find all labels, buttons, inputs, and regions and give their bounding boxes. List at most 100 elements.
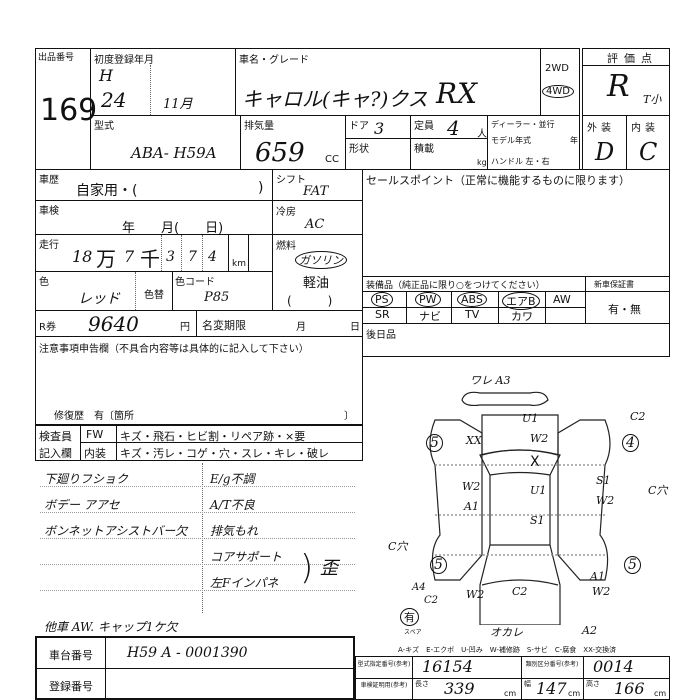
damage-mark: A1 — [464, 500, 479, 513]
day-unit: 日 — [350, 322, 360, 333]
front-bumper-outline — [461, 391, 549, 407]
lot-number: 169 — [40, 93, 98, 128]
car-name-box: 車名・グレード キャロル(キャ?)クス RX — [235, 48, 541, 116]
cc-unit: CC — [325, 154, 339, 165]
damage-mark: A1 — [590, 570, 605, 583]
doors: 3 — [374, 119, 385, 138]
chassis-label: 車台番号 — [49, 649, 93, 662]
yen-unit: 円 — [180, 322, 190, 333]
damage-legend: A-キズ E-エクボ U-凹み W-補修跡 S-サビ C-腐食 XX-交換済 — [398, 646, 617, 654]
history-label: 車歴 — [39, 175, 59, 186]
height-label: 高さ — [586, 680, 600, 688]
damage-mark: W2 — [592, 585, 611, 598]
score-note: T小 — [643, 93, 662, 106]
fw-label: FW — [86, 428, 104, 441]
warranty: 有・無 — [608, 303, 641, 316]
damage-mark: C穴 — [388, 540, 408, 553]
repair-close: 〕 — [344, 411, 354, 422]
score-label: 評価点 — [607, 52, 658, 65]
repair-history: 修復歴 有〔箇所 — [54, 411, 134, 422]
mileage-man-digits: 18 — [72, 247, 93, 266]
drive-2wd: 2WD — [545, 63, 569, 74]
grade: RX — [436, 77, 478, 110]
ac: AC — [305, 217, 325, 232]
notes-box: 注意事項申告欄（不具合内容等は具体的に記入して下さい） 修復歴 有〔箇所 〕 — [35, 336, 363, 425]
chassis-table: 車台番号 H59 A - 0001390 登録番号 — [35, 636, 355, 700]
person-unit: 人 — [477, 129, 487, 140]
equip-sr: SR — [375, 308, 390, 321]
inspection-box: 車検 年 月( 日) — [35, 200, 273, 236]
damage-mark: S1 — [530, 514, 545, 527]
chassis-number: H59 A - 0001390 — [127, 645, 248, 661]
era: H — [99, 66, 113, 85]
remark: コアサポート — [210, 550, 283, 564]
equip-airbag: エアB — [502, 292, 540, 310]
model-box: 型式 ABA- H59A — [90, 115, 241, 170]
remark: 下廻りフショク — [44, 472, 129, 486]
dealer-box: ディーラー・並行 モデル年式 年 ハンドル 左・右 — [487, 115, 580, 170]
year-unit: 年 — [570, 136, 578, 145]
mileage-label: 走行 — [39, 240, 59, 251]
mileage-digit: 3 — [166, 249, 175, 265]
km-unit: km — [232, 259, 246, 269]
interior-label: 内装 — [631, 123, 659, 134]
score-box: 評価点 R T小 — [582, 48, 670, 116]
class-number-label: 類別区分番号(参考) — [525, 661, 579, 668]
warranty-label: 新車保証書 — [594, 280, 634, 289]
handle-label: ハンドル 左・右 — [491, 157, 550, 166]
damage-mark: C2 — [512, 585, 528, 598]
color-code-label: 色コード — [175, 277, 215, 288]
equip-leather: カワ — [511, 310, 533, 323]
name-change-label: 名変期限 — [202, 319, 246, 332]
remark: ボデー アアセ — [44, 498, 120, 512]
cm-unit: cm — [504, 689, 517, 698]
drive-4wd: 4WD — [542, 85, 574, 98]
inspection: 年 月( 日) — [122, 221, 224, 236]
damage-mark: C2 — [424, 595, 439, 606]
score: R — [607, 69, 630, 104]
door-box: ドア 3 形状 — [345, 115, 411, 170]
damage-mark: X — [530, 454, 540, 470]
tire-rear-left: 5 — [430, 556, 447, 574]
spec-table: 型式指定番号(参考) 16154 類別区分番号(参考) 0014 車検証明用(参… — [355, 656, 670, 700]
windshield-outline — [479, 449, 561, 476]
sales-point-box: セールスポイント（正常に機能するものに限ります） — [362, 169, 670, 277]
damage-mark: A2 — [582, 624, 597, 637]
color-box: 色 レッド 色替 色コード P85 — [35, 271, 273, 311]
door-label: ドア — [349, 121, 369, 132]
fuel-label: 燃料 — [276, 241, 296, 252]
fuel-diesel: 軽油 — [303, 276, 330, 291]
ac-label: 冷房 — [276, 207, 296, 218]
mileage-digit: 7 — [188, 249, 197, 265]
damage-mark: W2 — [462, 480, 481, 493]
damage-mark: W2 — [466, 588, 485, 601]
recycle-label: R券 — [39, 322, 56, 333]
inspector-box: 検査員 記入欄 FW キズ・飛石・ヒビ割・リペア跡・×要 内装 キズ・汚レ・コゲ… — [35, 425, 363, 461]
equip-tv: TV — [465, 308, 480, 321]
equip-pw: PW — [415, 292, 441, 307]
year: 24 — [101, 88, 127, 112]
type-number-label: 型式指定番号(参考) — [357, 661, 411, 668]
sales-point-title: セールスポイント（正常に機能するものに限ります） — [366, 174, 630, 187]
damage-mark: W2 — [596, 494, 615, 507]
cm-unit: cm — [654, 689, 667, 698]
later-items-label: 後日品 — [366, 330, 396, 341]
history-close: ) — [258, 180, 264, 196]
capacity-box: 定員 4 人 積載 kg — [410, 115, 488, 170]
shift: FAT — [303, 184, 329, 199]
damage-mark: S1 — [596, 474, 611, 487]
first-registration: 初度登録年月 H 24 11月 — [90, 48, 236, 116]
damage-mark: ワレ A3 — [470, 374, 511, 387]
remark: 排気もれ — [210, 524, 259, 538]
registration-label: 登録番号 — [49, 680, 93, 693]
recycle-fee: 9640 — [88, 312, 139, 336]
warranty-box: 新車保証書 有・無 — [585, 276, 670, 324]
drive-box: 2WD 4WD — [540, 48, 580, 116]
type-number: 16154 — [422, 657, 473, 676]
tire-front-right: 4 — [622, 434, 639, 452]
rear-window-outline — [481, 579, 559, 586]
bracket-note: 歪 — [320, 558, 338, 579]
equip-abs: ABS — [457, 292, 487, 307]
height: 166 — [614, 679, 645, 698]
